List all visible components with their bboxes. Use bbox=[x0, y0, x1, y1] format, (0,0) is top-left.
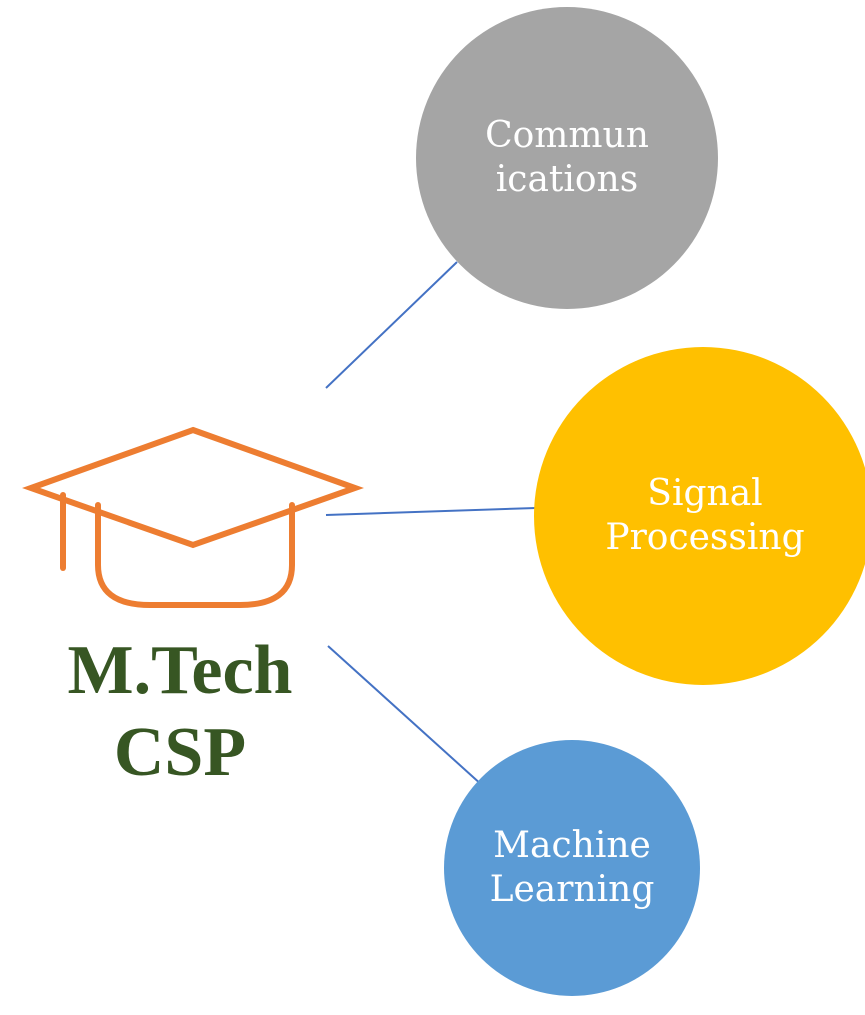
node-signal-processing[interactable]: Signal Processing bbox=[534, 347, 865, 685]
program-title: M.Tech CSP bbox=[30, 630, 330, 794]
cap-board bbox=[22, 426, 364, 549]
node-signal-processing-label: Signal Processing bbox=[605, 473, 805, 558]
connector-signal-processing bbox=[325, 507, 537, 516]
node-communications[interactable]: Commun ications bbox=[416, 7, 718, 309]
program-title-line2: CSP bbox=[113, 714, 247, 791]
node-machine-learning[interactable]: Machine Learning bbox=[444, 740, 700, 996]
program-title-line1: M.Tech bbox=[67, 632, 293, 709]
graduation-cap-icon bbox=[22, 426, 364, 608]
connector-communications bbox=[325, 261, 458, 389]
cap-body bbox=[95, 502, 295, 608]
node-communications-label: Commun ications bbox=[485, 115, 649, 200]
node-machine-learning-label: Machine Learning bbox=[489, 825, 655, 910]
connector-machine-learning bbox=[327, 645, 484, 787]
